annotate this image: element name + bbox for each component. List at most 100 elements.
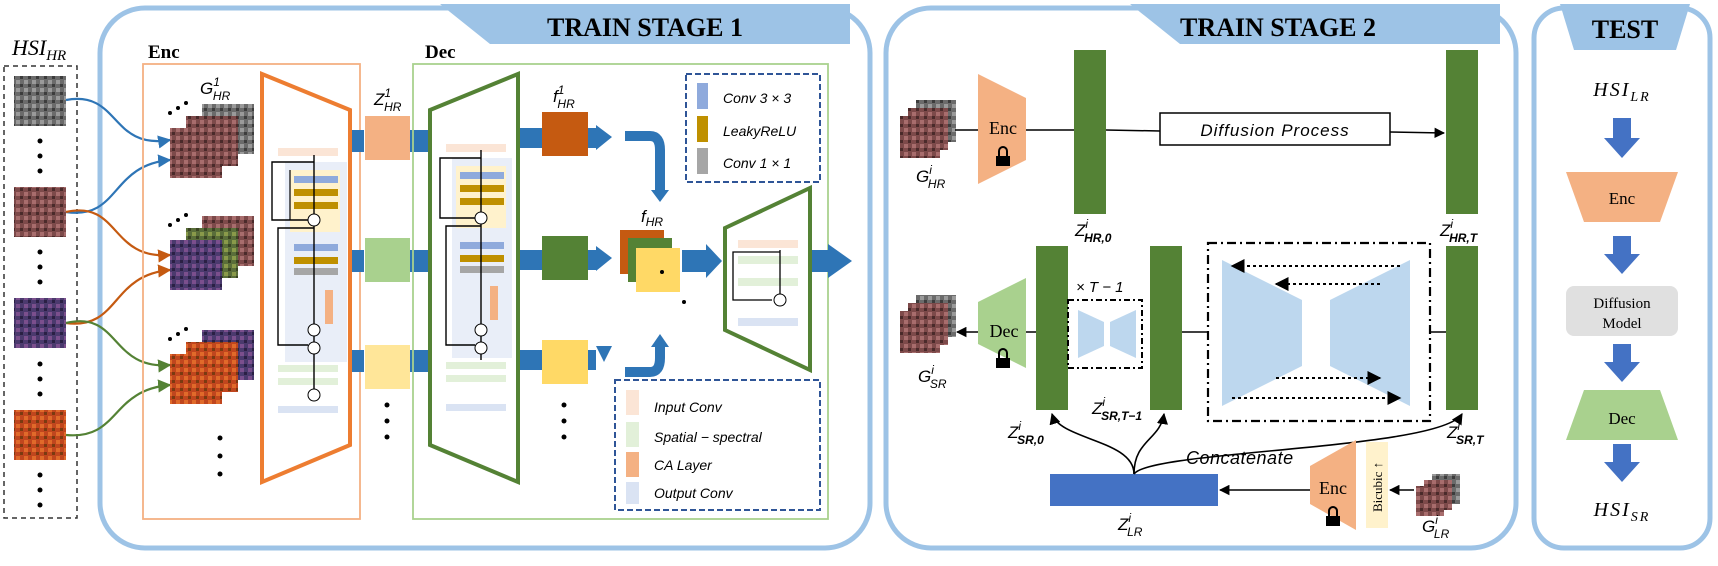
train-stage-1-banner: TRAIN STAGE 1 — [547, 13, 743, 42]
z-sr-T-1-latent — [1150, 246, 1182, 410]
unet-skip-connections — [1230, 259, 1402, 405]
final-arrow-head — [828, 244, 852, 278]
test-banner: TEST — [1592, 15, 1659, 44]
legend-swatch-conv3 — [697, 83, 708, 109]
legend-conv3-label: Conv 3 × 3 — [723, 90, 791, 106]
legend-ops-items: Conv 3 × 3 LeakyReLU Conv 1 × 1 — [697, 83, 797, 174]
unet-encoder-half — [1222, 260, 1302, 406]
fusion-arrow-body — [682, 250, 708, 272]
f-hr-label: fHR — [641, 207, 663, 229]
image-stack-group-3 — [170, 330, 254, 404]
f-hr-feature-2 — [542, 236, 588, 280]
test-enc-block — [1566, 172, 1678, 222]
repeat-unet-box — [1067, 299, 1143, 369]
z-sr-0-latent — [1036, 246, 1068, 410]
bicubic-block — [1366, 442, 1388, 528]
image-stack-group-1 — [170, 104, 254, 178]
test-dec-block — [1566, 390, 1678, 440]
test-dec-label: Dec — [1608, 409, 1636, 428]
hsi-hr-column: HSIHR — [3, 35, 78, 519]
encoder-internal-blocks — [271, 148, 347, 413]
fusion-arrow-head — [706, 244, 722, 278]
stage2-dec-block — [978, 278, 1026, 368]
test-input-label: HSILR — [1592, 79, 1650, 105]
legend-input-conv-label: Input Conv — [654, 399, 723, 415]
train-stage-2-banner-bg — [1130, 4, 1500, 44]
test-diffusion-block — [1566, 286, 1678, 336]
merge-arrow-top-head — [651, 190, 669, 202]
test-output-label: HSISR — [1593, 499, 1651, 525]
legend-spatial-label: Spatial − spectral — [654, 429, 763, 445]
legend-output-conv-label: Output Conv — [654, 485, 734, 501]
test-banner-bg — [1560, 4, 1690, 50]
decoder-internal-blocks — [439, 144, 512, 411]
test-diffusion-label-2: Model — [1602, 316, 1641, 332]
z-hr-0-latent — [1074, 50, 1106, 214]
dec-label: Dec — [425, 42, 456, 63]
concatenate-arrows — [1049, 412, 1463, 475]
stage2-enc-label: Enc — [989, 118, 1017, 138]
legend-blocks — [614, 379, 821, 511]
z-lr-latent — [1050, 474, 1218, 506]
stage2-enc2-block — [1310, 440, 1356, 530]
legend-conv1-label: Conv 1 × 1 — [723, 155, 791, 171]
legend-swatch-input-conv — [626, 390, 639, 415]
z-hr-latent-1 — [365, 116, 410, 160]
test-enc-label: Enc — [1609, 189, 1636, 208]
diffusion-process-label: Diffusion Process — [1200, 121, 1349, 140]
diffusion-process-box — [1159, 112, 1391, 146]
column-ellipsis-dots — [37, 138, 43, 508]
z-sr-T-latent — [1446, 246, 1478, 410]
enc-label: Enc — [148, 42, 180, 63]
unet-decoder-half — [1330, 260, 1410, 406]
g-hr-i-images — [900, 100, 956, 158]
grouping-arrows — [65, 97, 172, 437]
z-hr-latent-3 — [365, 345, 410, 389]
zhr0-to-diffusion-line — [1105, 129, 1161, 132]
fused-feature-stack — [620, 230, 686, 304]
output-internal-blocks — [732, 240, 798, 326]
bicubic-label: Bicubic ↑ — [1370, 462, 1385, 512]
stage2-enc-block — [978, 74, 1026, 184]
legend-ops — [685, 73, 821, 183]
dec-outline-box — [412, 63, 829, 520]
legend-swatch-output-conv — [626, 482, 639, 504]
latent-dots — [384, 402, 567, 440]
legend-swatch-leaky — [697, 116, 708, 142]
mini-unet-left — [1078, 310, 1104, 358]
merge-arrow-bottom — [625, 345, 665, 377]
hsi-band-image-4 — [14, 410, 66, 460]
hsi-hr-dashed-box — [3, 65, 78, 519]
test-diffusion-label-1: Diffusion — [1593, 296, 1651, 312]
image-stack-group-2 — [170, 216, 254, 290]
legend-swatch-conv1 — [697, 148, 708, 174]
train-stage-2-banner: TRAIN STAGE 2 — [1180, 13, 1376, 42]
hsi-hr-title: HSIHR — [11, 35, 66, 64]
train-stage-1-banner-bg — [440, 4, 850, 44]
f-hr-feature-3 — [542, 340, 588, 384]
diffusion-to-zhrT-arrow — [1389, 127, 1446, 139]
hsi-band-image-2 — [14, 187, 66, 237]
z-hr-latent-2 — [365, 238, 410, 282]
f-hr-feature-1 — [542, 112, 588, 156]
lock-icon-dec — [996, 348, 1010, 368]
mini-unet-right — [1110, 310, 1136, 358]
legend-leaky-label: LeakyReLU — [723, 123, 797, 139]
legend-ca-label: CA Layer — [654, 457, 713, 473]
times-t-minus-1-label: × T − 1 — [1076, 279, 1124, 296]
final-arrow-body — [812, 250, 830, 272]
hsi-band-image-1 — [14, 76, 66, 126]
stage2-enc2-label: Enc — [1319, 478, 1347, 498]
enc-outline-box — [142, 63, 361, 520]
